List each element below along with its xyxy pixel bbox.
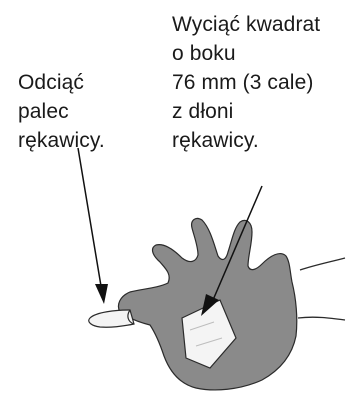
arrow-to-finger — [78, 148, 101, 286]
instruction-left: Odciąć palec rękawicy. — [18, 68, 105, 155]
instruction-right-line: z dłoni — [172, 97, 320, 126]
instruction-right-line: rękawicy. — [172, 126, 320, 155]
instruction-left-line: Odciąć — [18, 68, 105, 97]
instruction-right: Wyciąć kwadrat o boku 76 mm (3 cale) z d… — [172, 10, 320, 155]
instruction-right-line: Wyciąć kwadrat — [172, 10, 320, 39]
instruction-left-line: rękawicy. — [18, 126, 105, 155]
hand-outline — [298, 258, 345, 320]
cut-finger-tip — [89, 310, 134, 327]
instruction-right-line: 76 mm (3 cale) — [172, 68, 320, 97]
instruction-left-line: palec — [18, 97, 105, 126]
instruction-right-line: o boku — [172, 39, 320, 68]
arrow-to-finger-head — [95, 284, 108, 304]
